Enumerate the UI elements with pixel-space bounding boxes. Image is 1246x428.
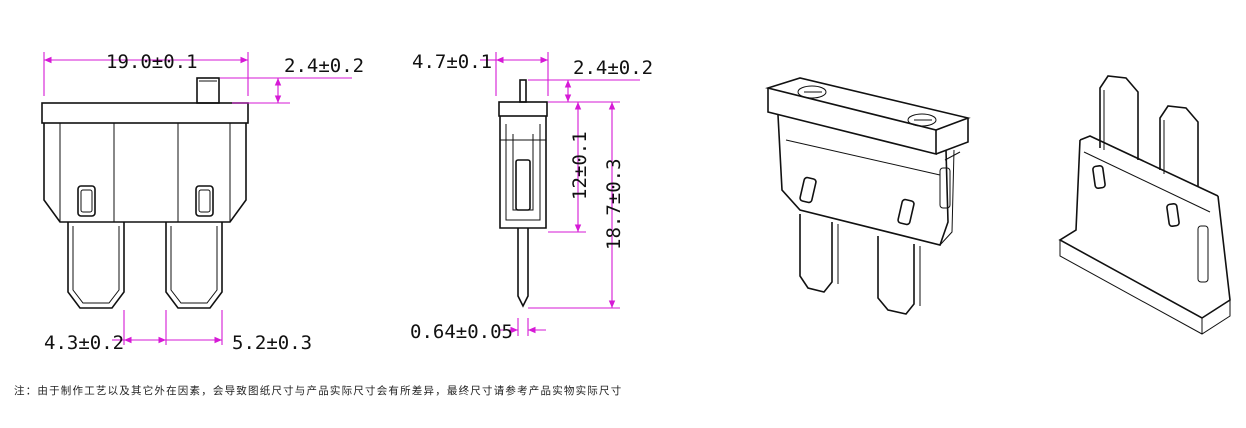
drawing-note: 注：由于制作工艺以及其它外在因素，会导致图纸尺寸与产品实际尺寸会有所差异，最终尺…: [14, 385, 623, 397]
front-view: [41, 77, 249, 309]
dim-top-width: 19.0±0.1: [106, 51, 198, 73]
isometric-view-front: [765, 77, 971, 315]
dim-total-height: 18.7±0.3: [603, 158, 625, 250]
side-dimensions: [480, 52, 640, 336]
dim-blade-gap: 5.2±0.3: [232, 332, 312, 354]
side-view: [498, 79, 548, 308]
dim-tab-height-front: 2.4±0.2: [284, 55, 364, 77]
technical-drawing: 19.0±0.1 2.4±0.2 4.7±0.1 2.4±0.2 12±0.1 …: [41, 51, 1231, 354]
dim-side-thickness: 4.7±0.1: [412, 51, 492, 73]
dim-inner-height: 12±0.1: [569, 131, 591, 200]
dim-blade-thickness: 0.64±0.05: [410, 321, 513, 343]
isometric-view-back: [1058, 75, 1231, 335]
front-dimensions: [43, 52, 352, 345]
dim-tab-height-side: 2.4±0.2: [573, 57, 653, 79]
dim-blade-width: 4.3±0.2: [44, 332, 124, 354]
